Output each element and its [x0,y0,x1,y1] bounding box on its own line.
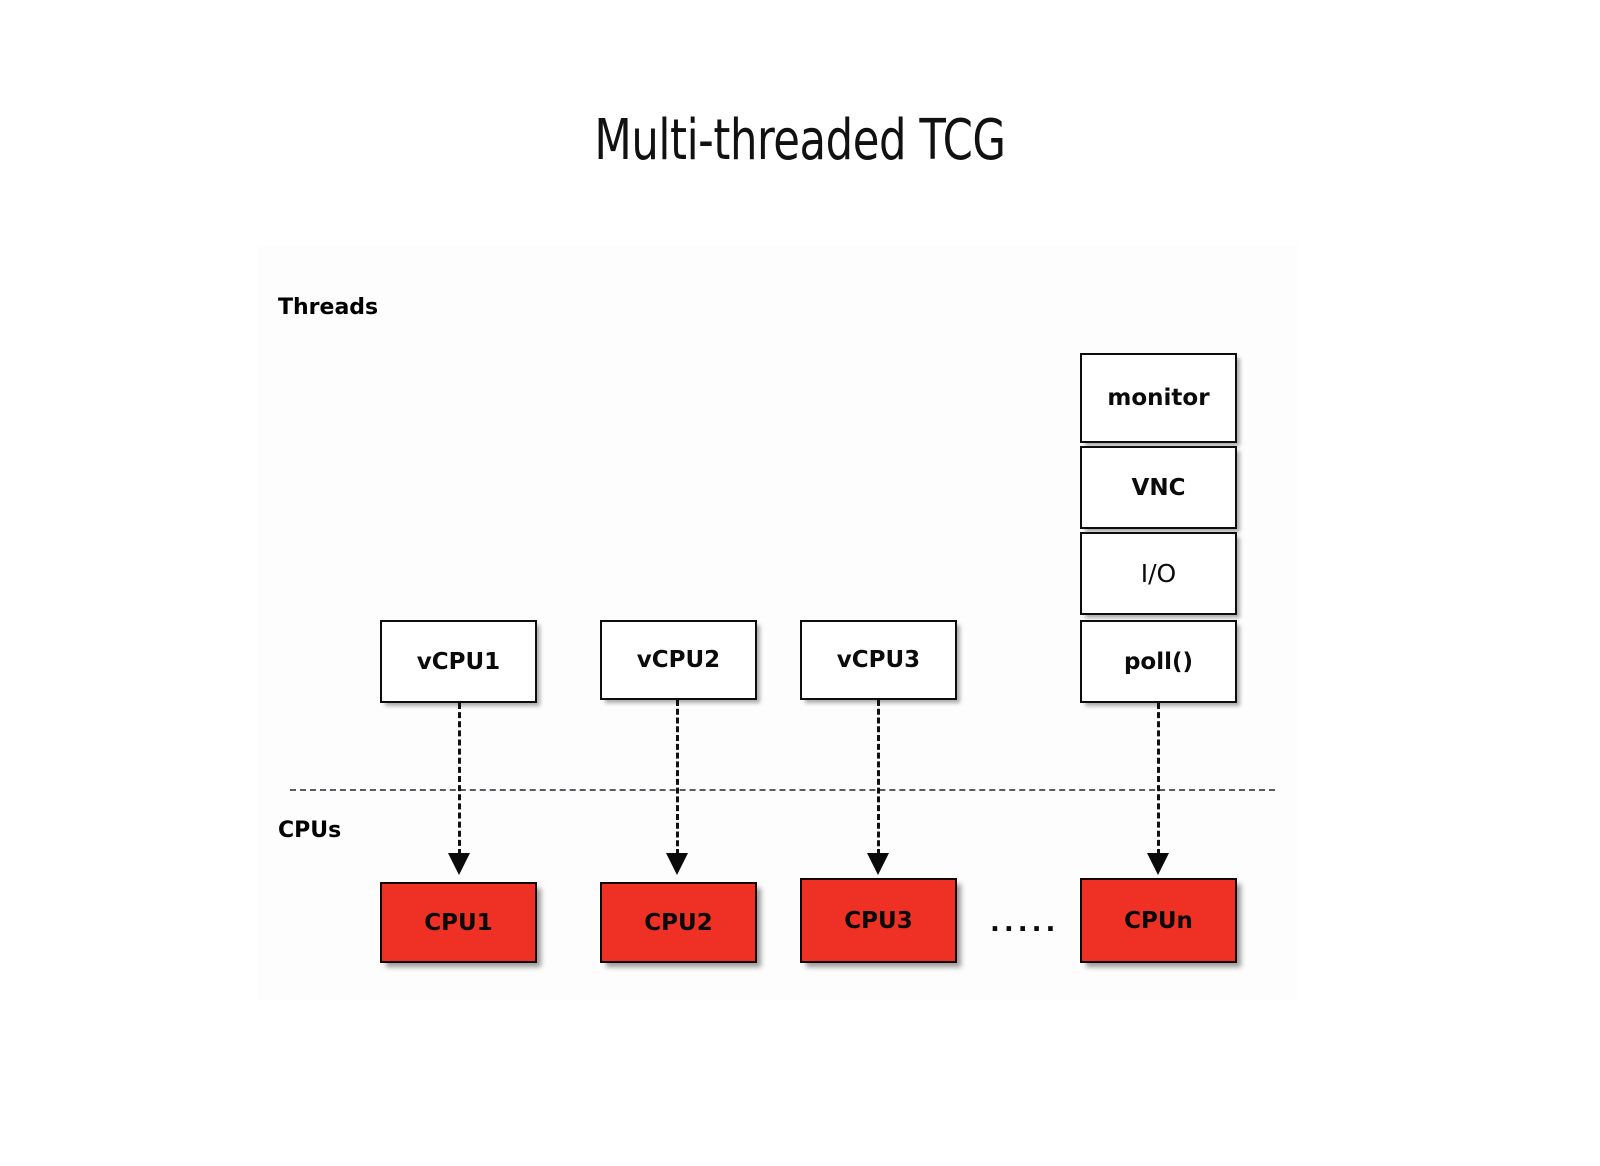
connector-vcpu3-to-cpu3 [877,700,880,855]
cpu-box-cpu3[interactable]: CPU3 [800,878,957,963]
cpu-box-cpu2[interactable]: CPU2 [600,882,757,963]
arrowhead-poll-to-cpun [1147,853,1169,875]
thread-box-vcpu3[interactable]: vCPU3 [800,620,957,700]
thread-box-io[interactable]: I/O [1080,532,1237,615]
thread-box-monitor[interactable]: monitor [1080,353,1237,443]
thread-box-vnc[interactable]: VNC [1080,446,1237,529]
section-label-cpus: CPUs [278,818,342,843]
threads-cpus-divider [290,789,1275,791]
section-label-threads: Threads [278,295,379,320]
connector-poll-to-cpun [1157,703,1160,855]
thread-box-vcpu1[interactable]: vCPU1 [380,620,537,703]
cpu-box-cpu1[interactable]: CPU1 [380,882,537,963]
page-title: Multi-threaded TCG [594,108,1006,173]
thread-box-vcpu2[interactable]: vCPU2 [600,620,757,700]
cpu-box-cpun[interactable]: CPUn [1080,878,1237,963]
cpu-ellipsis: ..... [990,908,1060,938]
connector-vcpu2-to-cpu2 [676,700,679,855]
arrowhead-vcpu3-to-cpu3 [867,853,889,875]
arrowhead-vcpu1-to-cpu1 [448,853,470,875]
thread-box-poll[interactable]: poll() [1080,620,1237,703]
arrowhead-vcpu2-to-cpu2 [666,853,688,875]
connector-vcpu1-to-cpu1 [458,703,461,855]
